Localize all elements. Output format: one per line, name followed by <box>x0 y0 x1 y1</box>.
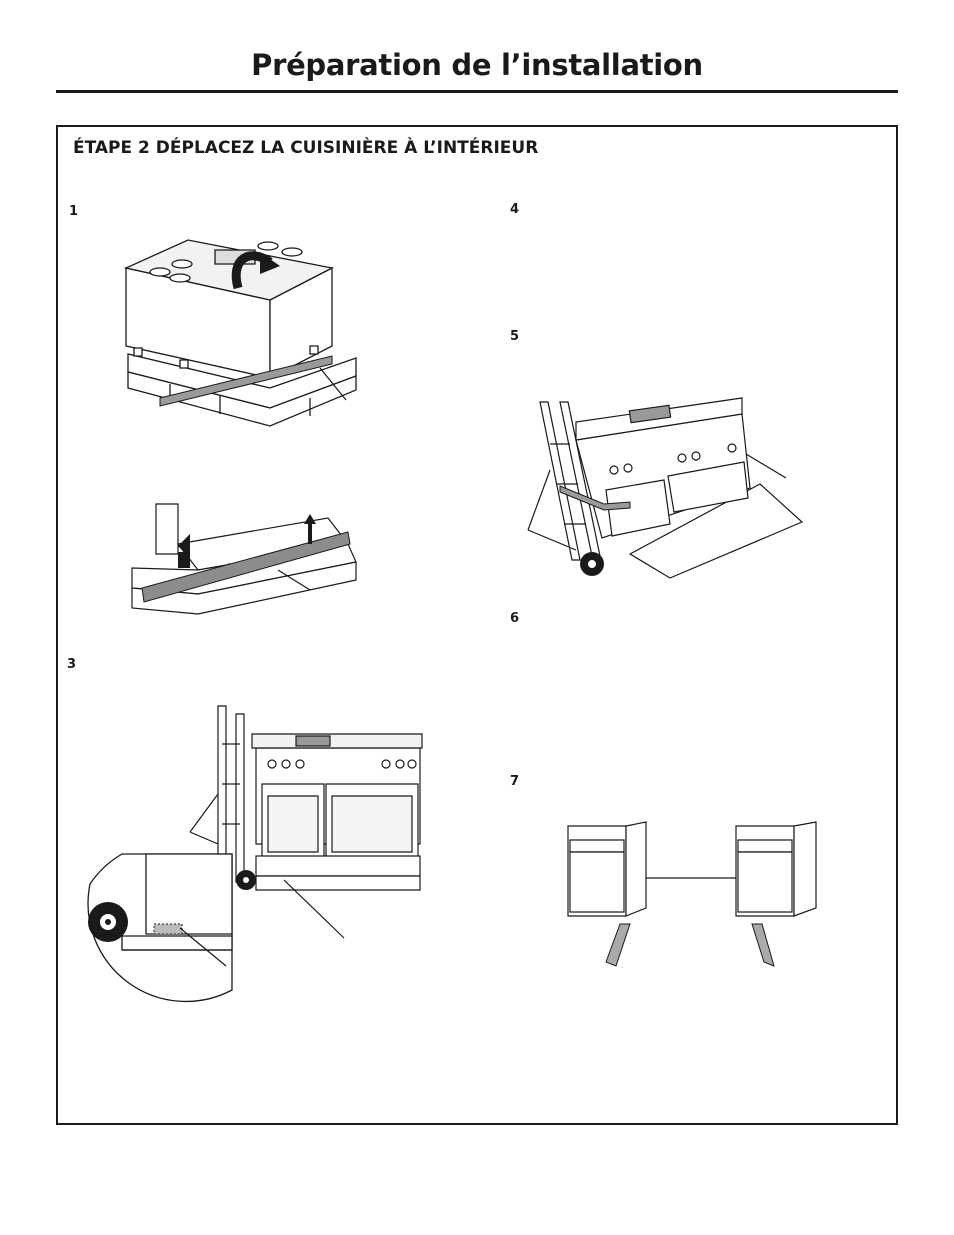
step-number-4: 4 <box>510 202 520 217</box>
hand-truck-tilted-illustration <box>520 394 790 580</box>
title-divider <box>56 90 898 93</box>
hand-truck-front-illustration <box>86 704 426 1006</box>
instruction-panel <box>56 125 898 1125</box>
step-number-7: 7 <box>510 774 520 789</box>
page-title: Préparation de l’installation <box>251 48 703 82</box>
cabinet-opening-illustration <box>566 822 818 968</box>
step-number-5: 5 <box>510 329 520 344</box>
step-number-3: 3 <box>67 657 77 672</box>
step-heading: ÉTAPE 2 DÉPLACEZ LA CUISINIÈRE À L’INTÉR… <box>73 138 539 158</box>
pallet-board-illustration <box>128 504 360 624</box>
range-on-pallet-illustration <box>120 228 360 440</box>
step-number-1: 1 <box>69 204 79 219</box>
step-number-6: 6 <box>510 611 520 626</box>
